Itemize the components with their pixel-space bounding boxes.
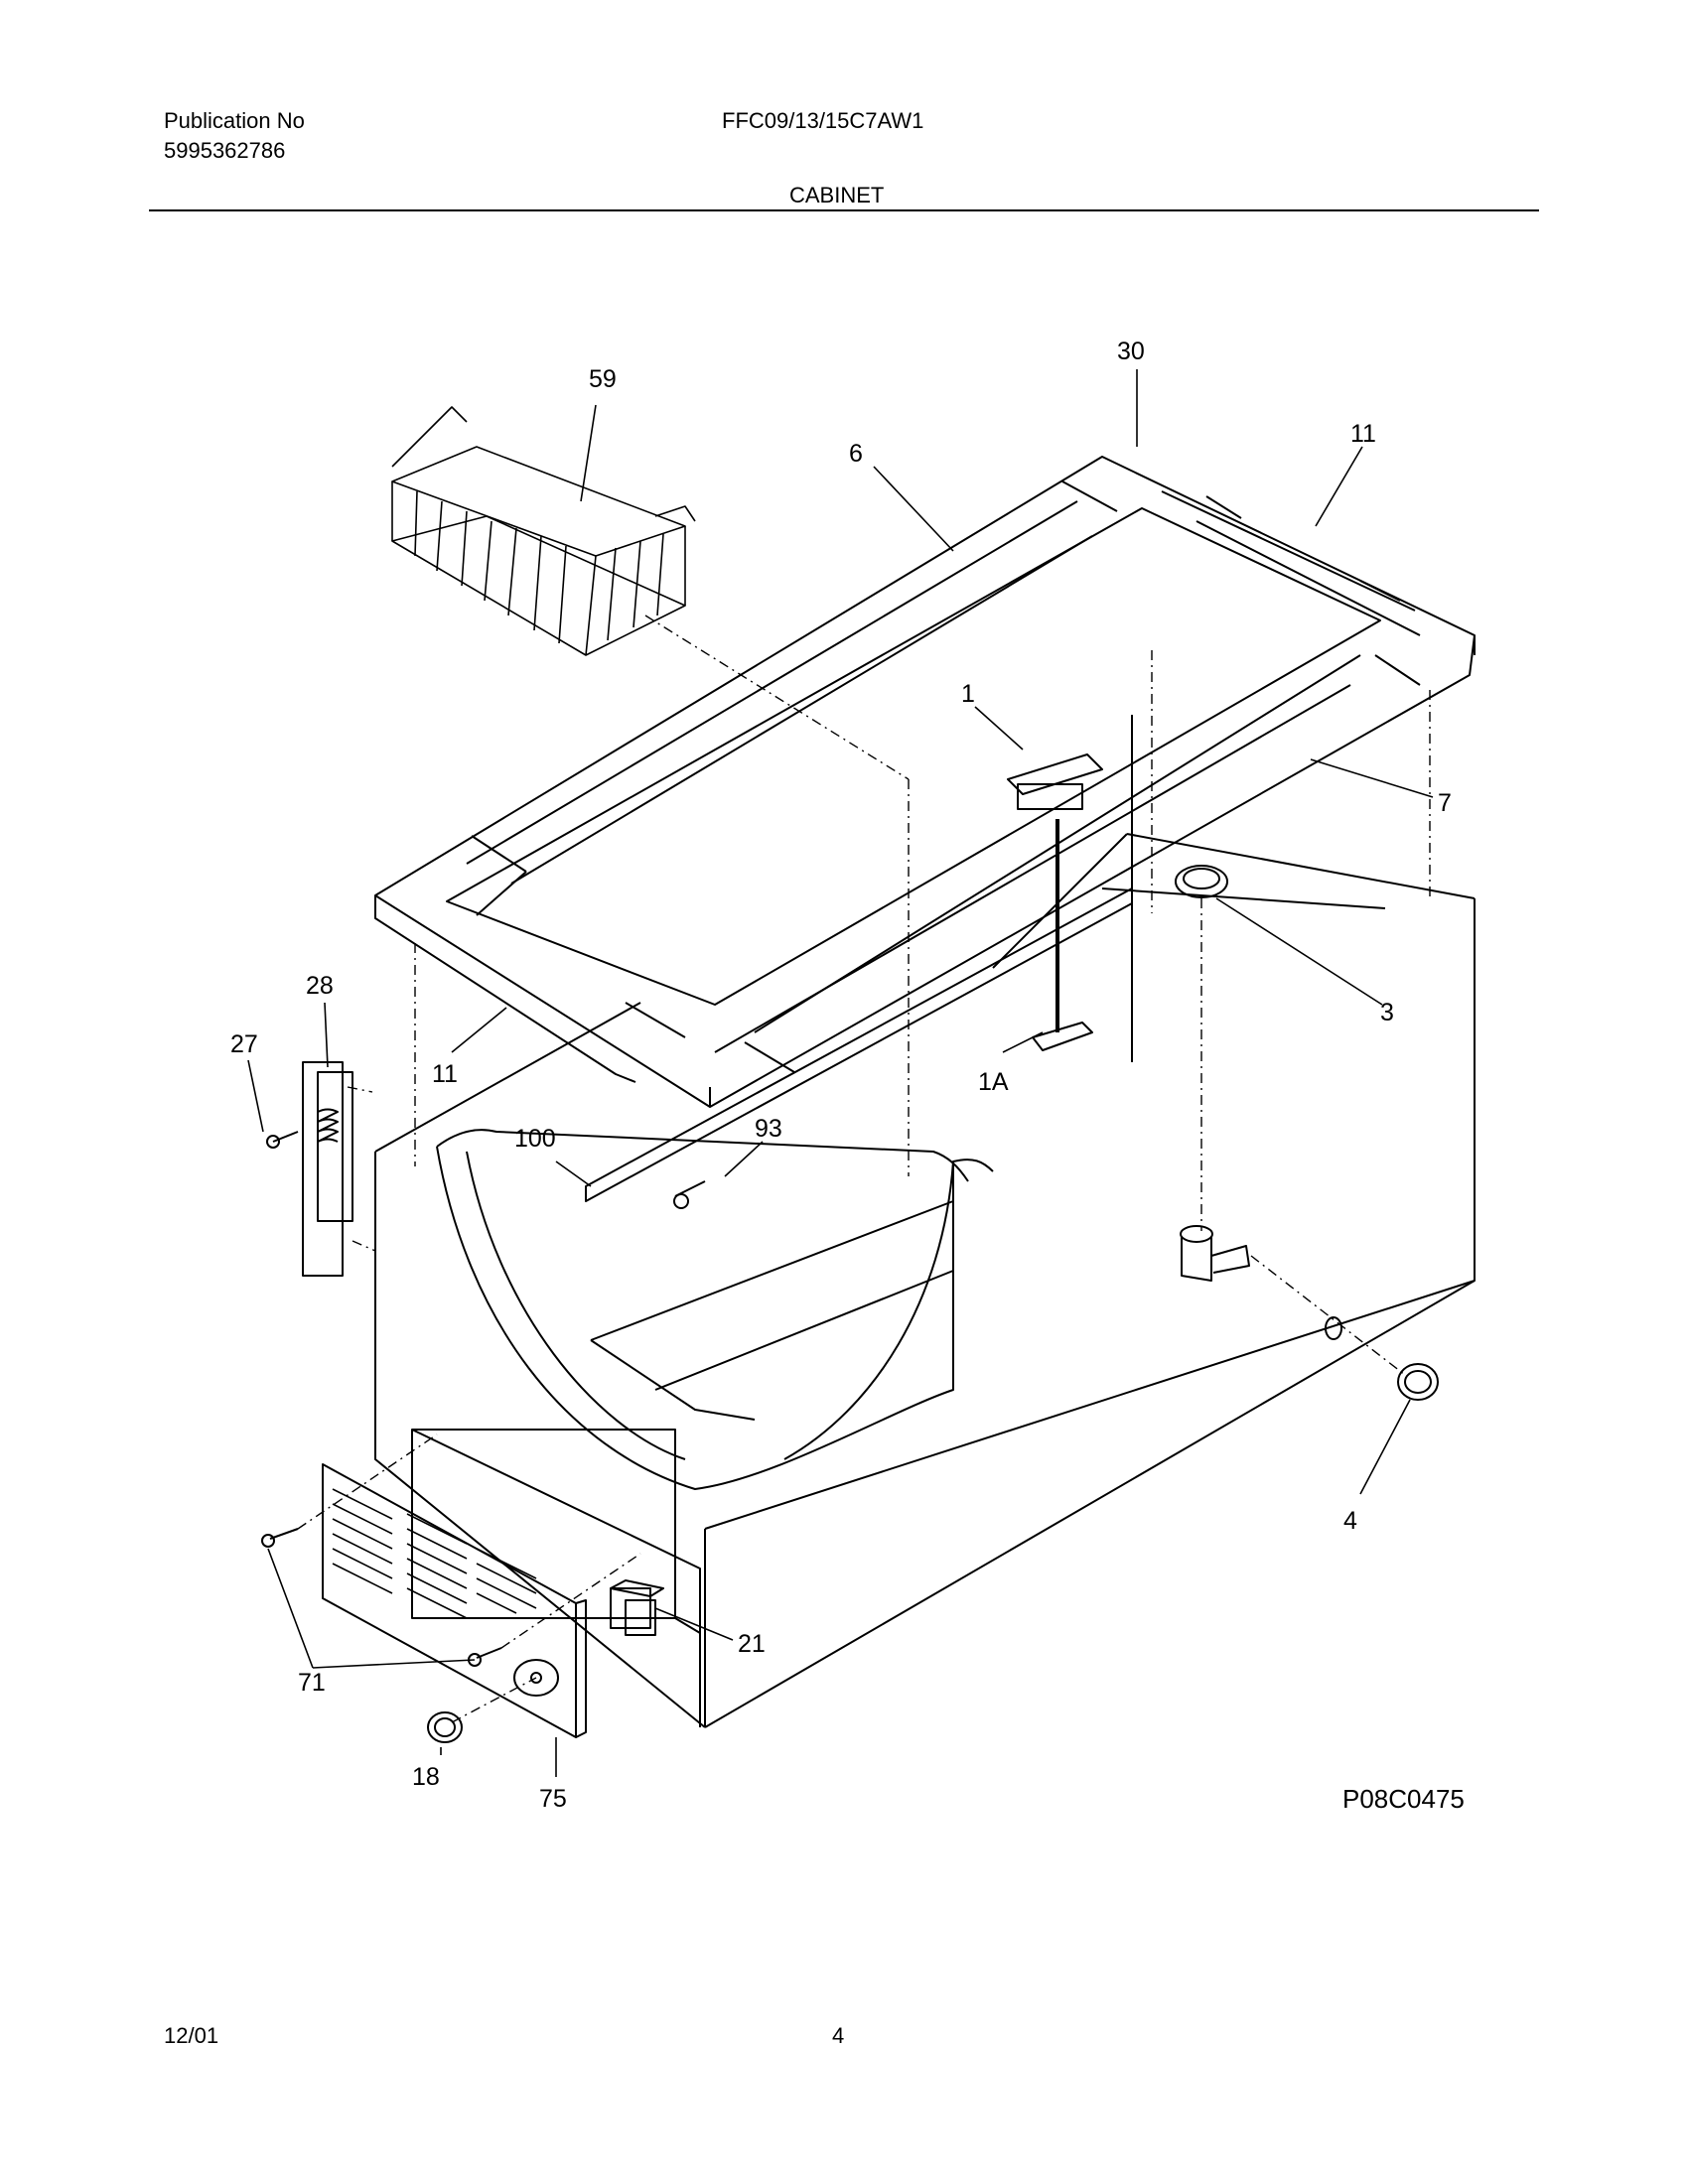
- hinge: [302, 1061, 353, 1277]
- callout-59: 59: [589, 365, 617, 393]
- temperature-control: [610, 1579, 664, 1636]
- callout-3: 3: [1380, 999, 1394, 1026]
- drain-hole: [1325, 1316, 1342, 1340]
- callout-6: 6: [849, 440, 863, 468]
- drain-tube: [1180, 1225, 1250, 1282]
- strike: [1032, 1022, 1093, 1051]
- header-rule: [149, 209, 1539, 211]
- callout-18: 18: [412, 1763, 440, 1791]
- callout-4: 4: [1343, 1507, 1357, 1535]
- temperature-knob: [427, 1711, 463, 1743]
- callout-7: 7: [1438, 789, 1452, 817]
- strip-screw: [673, 1180, 706, 1209]
- callout-1: 1: [961, 680, 975, 708]
- compressor-grille: [322, 1463, 587, 1738]
- publication-label: Publication No: [164, 108, 305, 133]
- drain-plug: [1175, 865, 1228, 898]
- callout-71: 71: [298, 1669, 326, 1697]
- callout-1A: 1A: [978, 1068, 1009, 1096]
- callout-28: 28: [306, 972, 334, 1000]
- callout-100: 100: [514, 1125, 556, 1153]
- callout-75: 75: [539, 1785, 567, 1813]
- hinge-screw: [266, 1131, 299, 1149]
- page-number: 4: [832, 2023, 845, 2048]
- model-number: FFC09/13/15C7AW1: [722, 108, 924, 133]
- footer-date: 12/01: [164, 2023, 219, 2048]
- breaker-strip: [585, 887, 1133, 1202]
- callout-11-left: 11: [432, 1060, 458, 1088]
- drain-cap: [1397, 1363, 1439, 1401]
- latch: [1007, 753, 1103, 810]
- publication-number: 5995362786: [164, 138, 286, 163]
- callout-27: 27: [230, 1030, 258, 1058]
- diagram-code: P08C0475: [1342, 1784, 1465, 1814]
- callout-11-top: 11: [1350, 420, 1376, 448]
- callout-21: 21: [738, 1630, 766, 1658]
- wire-basket: [391, 406, 696, 656]
- gasket-frame: [374, 456, 1476, 1108]
- grille-screws: [261, 1528, 502, 1667]
- section-title: CABINET: [789, 183, 885, 207]
- callout-30: 30: [1117, 338, 1145, 365]
- callout-93: 93: [755, 1115, 782, 1143]
